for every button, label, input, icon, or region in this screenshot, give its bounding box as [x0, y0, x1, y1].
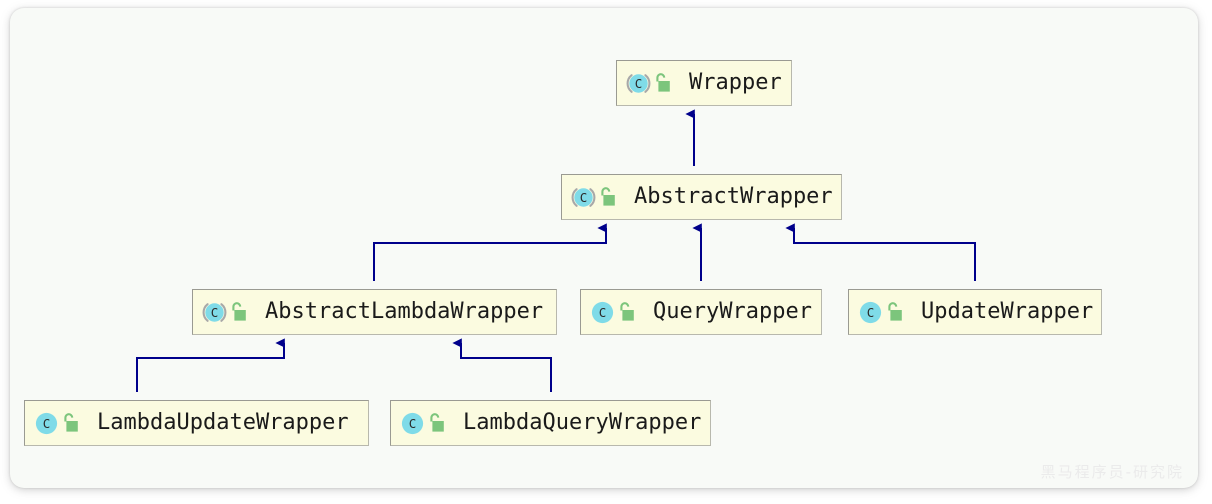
node-icons: C	[571, 185, 617, 210]
svg-text:C: C	[867, 305, 875, 320]
class-name-label: UpdateWrapper	[921, 299, 1094, 324]
unlocked-padlock-icon	[64, 413, 78, 432]
class-name-label: LambdaQueryWrapper	[463, 410, 702, 435]
svg-text:C: C	[635, 76, 643, 91]
class-icon: C	[859, 301, 882, 323]
class-name-label: LambdaUpdateWrapper	[97, 410, 349, 435]
class-node-querywrapper[interactable]: C QueryWrapper	[580, 289, 822, 335]
class-node-updatewrapper[interactable]: C UpdateWrapper	[848, 289, 1102, 335]
node-icons: C	[590, 300, 636, 325]
unlocked-padlock-icon	[620, 302, 634, 321]
node-icons: C	[202, 300, 248, 325]
svg-text:C: C	[43, 416, 51, 431]
class-name-label: AbstractLambdaWrapper	[265, 299, 544, 324]
class-name-label: Wrapper	[689, 70, 782, 95]
abstract-class-icon: C	[202, 302, 227, 322]
abstract-class-icon: C	[626, 73, 651, 93]
edge-updatewrapper-to-abstractwrapper	[785, 223, 976, 281]
node-icons: C	[400, 411, 446, 436]
unlocked-padlock-icon	[888, 302, 902, 321]
class-node-lambdaquerywrapper[interactable]: C LambdaQueryWrapper	[390, 400, 711, 446]
abstract-class-icon: C	[571, 187, 596, 207]
svg-text:C: C	[409, 416, 417, 431]
svg-text:C: C	[211, 305, 219, 320]
class-node-wrapper[interactable]: C Wrapper	[616, 60, 792, 106]
edge-abstractlambdawrapper-to-abstractwrapper	[373, 223, 607, 281]
class-icon: C	[35, 412, 58, 434]
class-name-label: AbstractWrapper	[634, 184, 833, 209]
unlocked-padlock-icon	[601, 187, 615, 206]
svg-text:C: C	[599, 305, 607, 320]
class-node-abstractwrapper[interactable]: C AbstractWrapper	[561, 174, 842, 220]
watermark-text: 黑马程序员-研究院	[1040, 463, 1184, 481]
class-node-abstractlambdawrapper[interactable]: C AbstractLambdaWrapper	[192, 289, 557, 335]
edge-lambdaquerywrapper-to-abstractlambdawrapper	[452, 338, 552, 392]
class-icon: C	[401, 412, 424, 434]
svg-text:C: C	[580, 190, 588, 205]
node-icons: C	[858, 300, 904, 325]
class-node-lambdaupdatewrapper[interactable]: C LambdaUpdateWrapper	[24, 400, 369, 446]
node-icons: C	[626, 71, 672, 96]
class-icon: C	[591, 301, 614, 323]
edge-lambdaupdatewrapper-to-abstractlambdawrapper	[136, 338, 285, 392]
unlocked-padlock-icon	[232, 302, 246, 321]
node-icons: C	[34, 411, 80, 436]
unlocked-padlock-icon	[656, 73, 670, 92]
class-name-label: QueryWrapper	[653, 299, 812, 324]
unlocked-padlock-icon	[430, 413, 444, 432]
diagram-panel: C Wrapper C	[10, 8, 1198, 488]
